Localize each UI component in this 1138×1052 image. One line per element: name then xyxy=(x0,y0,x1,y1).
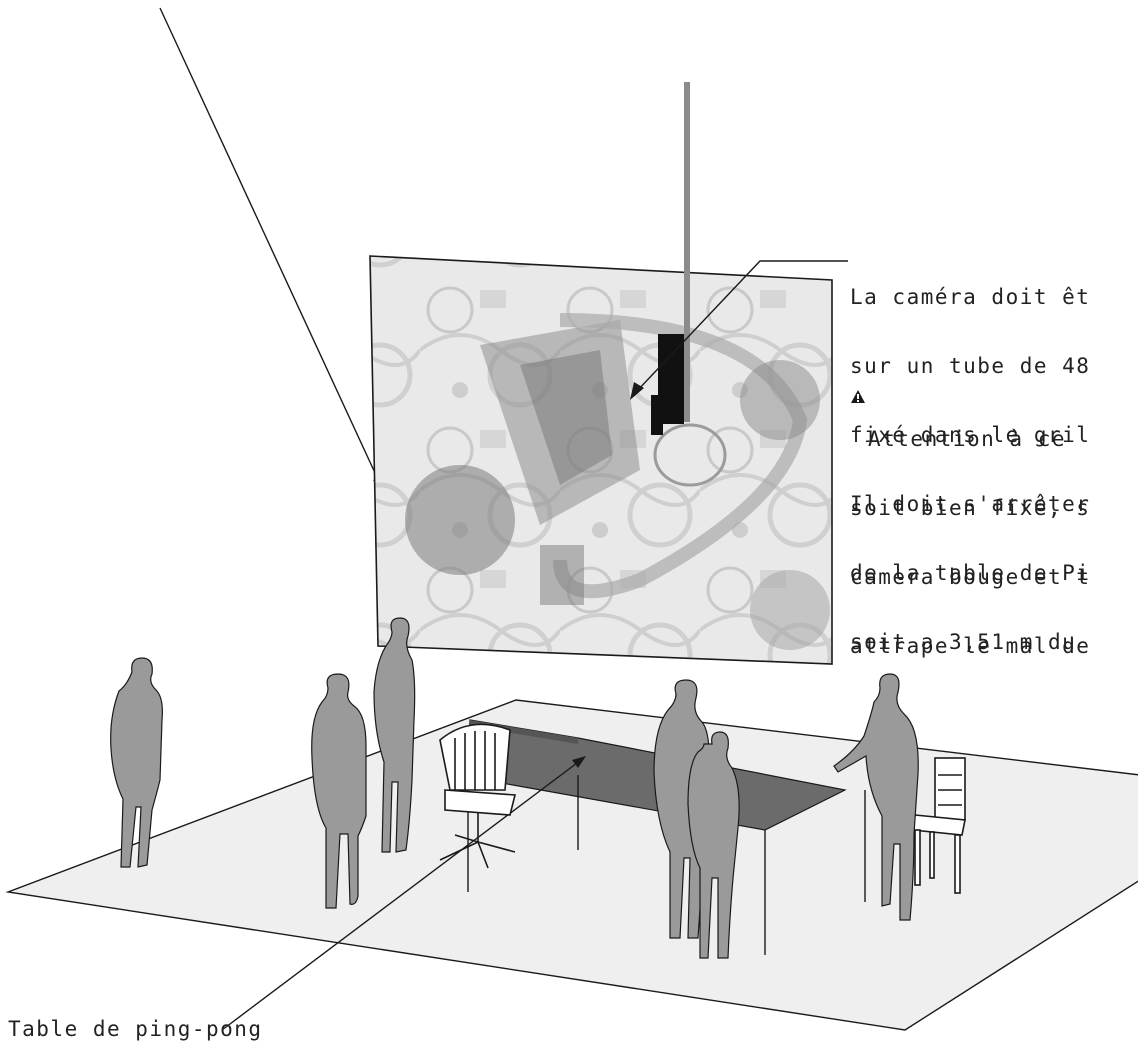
wooden-chair xyxy=(912,757,966,894)
person-back xyxy=(373,617,416,853)
warning-note: Attention à ce soit bien fixé, s camera … xyxy=(850,382,1090,704)
floor xyxy=(5,699,1138,1031)
arrow-to-screen xyxy=(159,7,386,496)
projection-screen xyxy=(369,255,833,665)
camera-note: La caméra doit êt sur un tube de 48 fixé… xyxy=(850,240,1090,700)
warning-note-line: soit bien fixé, s xyxy=(850,496,1091,520)
warning-note-line: attrape le mal de xyxy=(850,634,1091,658)
people xyxy=(110,617,919,959)
warning-triangle-icon xyxy=(851,390,865,403)
camera-note-line: Il doit s'arrêter xyxy=(850,492,1091,516)
arrow-to-camera xyxy=(630,260,848,400)
person-center-left xyxy=(311,673,367,909)
person-table-2 xyxy=(687,731,740,959)
camera-note-line: de la table de Pi xyxy=(850,561,1091,585)
camera-note-line: La caméra doit êt xyxy=(850,285,1091,309)
arrow-to-table xyxy=(221,756,586,1031)
camera-note-line: fixé dans le gril xyxy=(850,423,1091,447)
warning-note-line: camera bouge et t xyxy=(850,565,1091,589)
person-far-left xyxy=(110,657,163,868)
camera-rig xyxy=(651,82,690,435)
camera-note-line: sur un tube de 48 xyxy=(850,354,1091,378)
warning-note-line: Attention à ce xyxy=(868,427,1067,451)
table-label: Table de ping-pong xyxy=(8,1017,263,1041)
office-chair xyxy=(439,723,517,869)
person-right xyxy=(833,673,919,921)
camera-note-line: soit a 3,51 m du xyxy=(850,630,1077,654)
